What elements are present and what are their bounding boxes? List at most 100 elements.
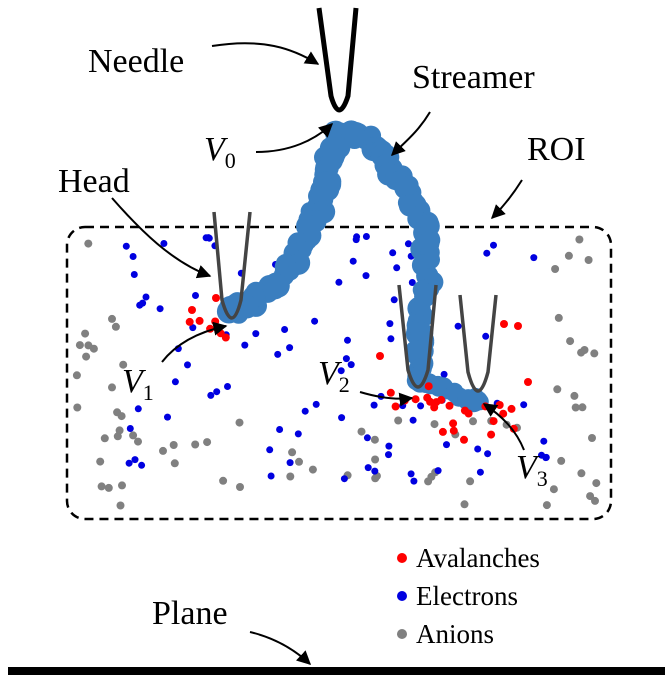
- anion-particle: [191, 440, 200, 449]
- avalanche-particle: [500, 320, 508, 328]
- anion-particle: [169, 441, 178, 449]
- electron-particle: [407, 470, 415, 478]
- avalanche-particle: [216, 329, 225, 338]
- electron-particle: [538, 451, 545, 459]
- anion-particle: [584, 256, 593, 264]
- anion-particles: [72, 235, 601, 510]
- avalanche-particle: [464, 409, 473, 418]
- electron-particle: [274, 350, 282, 358]
- avalanche-particle: [499, 409, 508, 418]
- electron-particle: [311, 317, 319, 325]
- v0-arrow: [255, 123, 334, 153]
- anion-particle: [75, 341, 84, 350]
- legend-label-electrons: Electrons: [416, 581, 518, 611]
- electron-particle: [312, 400, 320, 408]
- anion-particle: [577, 348, 586, 357]
- legend-swatch-electrons: [397, 591, 407, 601]
- head-arrow: [111, 197, 212, 279]
- anion-particle: [430, 420, 439, 429]
- roi-box: [65, 225, 613, 521]
- anion-particle: [591, 496, 599, 505]
- needle-arrow: [211, 42, 320, 65]
- plane-arrow: [249, 631, 312, 665]
- anion-particle: [89, 344, 98, 353]
- anion-particle: [159, 446, 167, 455]
- electron-particle: [184, 361, 191, 369]
- legend: Avalanches Electrons Anions: [397, 543, 540, 649]
- electron-particle: [404, 240, 412, 248]
- electron-particle: [340, 475, 348, 483]
- electron-particle: [474, 445, 482, 453]
- anion-particle: [203, 438, 212, 447]
- electron-particle: [126, 425, 134, 432]
- electron-particle: [294, 430, 302, 438]
- anion-particle: [575, 235, 584, 244]
- electron-particle: [434, 467, 442, 475]
- electron-particle: [192, 292, 199, 299]
- electron-particle: [252, 330, 260, 338]
- avalanche-particle: [460, 435, 468, 444]
- anion-particle: [424, 477, 433, 486]
- electron-particle: [386, 320, 394, 328]
- anion-particle: [115, 426, 124, 435]
- avalanche-particle: [487, 430, 496, 439]
- anion-particle: [553, 385, 562, 394]
- electron-particle: [417, 402, 425, 410]
- electron-particle: [540, 437, 548, 445]
- electron-particle: [344, 336, 351, 344]
- electron-particle: [130, 271, 138, 278]
- avalanche-particle: [438, 427, 447, 436]
- anion-particle: [295, 457, 303, 466]
- anion-particle: [554, 313, 563, 322]
- electron-particle: [301, 407, 309, 415]
- electron-particle: [337, 367, 345, 375]
- avalanche-particle: [386, 388, 395, 397]
- anion-particle: [111, 322, 120, 331]
- anion-particle: [469, 417, 477, 426]
- anion-particle: [460, 500, 469, 509]
- anion-particle: [235, 418, 244, 427]
- legend-swatch-avalanches: [397, 553, 407, 563]
- head-tip-v2: [397, 284, 438, 389]
- roi-label: ROI: [527, 131, 586, 168]
- anion-particle: [394, 416, 403, 425]
- electron-particle: [347, 361, 355, 369]
- electron-particle: [362, 233, 370, 240]
- electron-particle: [349, 257, 357, 265]
- avalanche-particle: [524, 378, 532, 386]
- electron-particle: [363, 434, 371, 442]
- electron-particle: [131, 456, 139, 464]
- electron-particle: [389, 249, 397, 257]
- electron-particle: [125, 459, 133, 467]
- needle-label: Needle: [88, 43, 184, 80]
- electron-particle: [139, 299, 147, 307]
- avalanche-particle: [424, 382, 433, 391]
- electron-particle: [171, 378, 179, 386]
- anion-particle: [308, 465, 317, 474]
- electron-particle: [266, 446, 274, 454]
- electron-particle: [409, 416, 417, 424]
- anion-particle: [370, 435, 379, 444]
- electron-particle: [364, 464, 372, 472]
- anion-particle: [118, 481, 126, 490]
- anion-particle: [551, 265, 560, 273]
- avalanche-particle: [432, 398, 441, 407]
- electron-particle: [207, 391, 215, 399]
- avalanche-particle: [509, 424, 518, 433]
- avalanche-particle: [445, 401, 454, 410]
- anion-particle: [84, 239, 93, 248]
- electron-particle: [440, 370, 448, 378]
- anion-particle: [82, 352, 91, 361]
- electron-particle: [520, 401, 528, 409]
- anion-particle: [588, 434, 596, 442]
- electron-particle: [224, 383, 231, 390]
- electron-particle: [385, 442, 393, 450]
- electron-particle: [276, 426, 284, 433]
- avalanche-particle: [423, 393, 432, 402]
- anion-particle: [357, 427, 366, 436]
- anion-particle: [108, 314, 116, 323]
- electron-particle: [286, 459, 294, 467]
- electron-particle: [138, 461, 146, 469]
- anion-particle: [557, 456, 566, 465]
- electron-particle: [454, 322, 462, 330]
